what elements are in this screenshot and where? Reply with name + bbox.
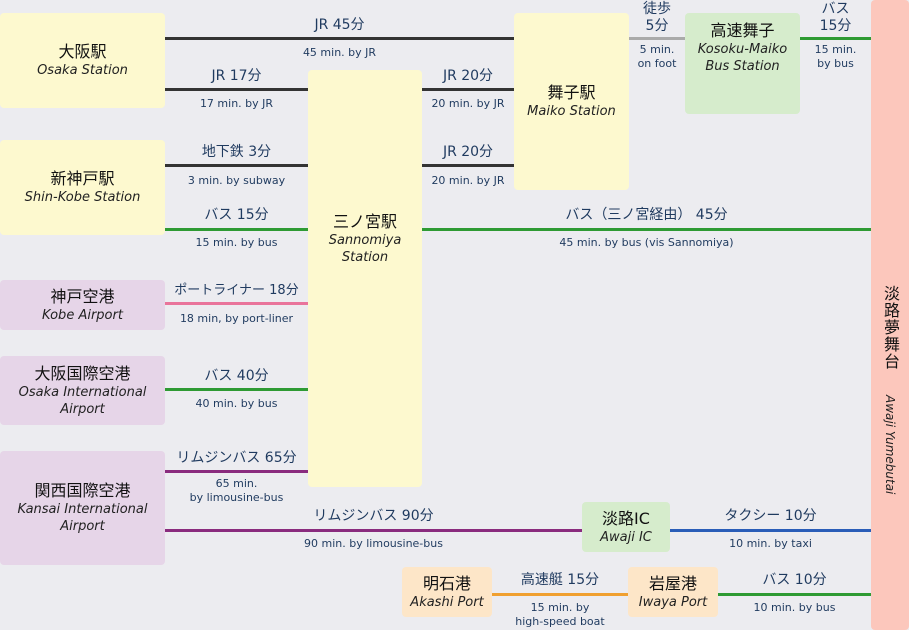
node-jp-label: 舞子駅 bbox=[547, 83, 596, 102]
node-jp-label: 高速舞子 bbox=[710, 21, 775, 40]
route-label-jp: 地下鉄 3分 bbox=[201, 144, 272, 160]
route-label-jp: バス（三ノ宮経由） 45分 bbox=[565, 207, 728, 223]
route-label-en: 15 min. by high-speed boat bbox=[515, 601, 605, 628]
node-iwaya-port: 岩屋港 Iwaya Port bbox=[628, 567, 718, 617]
route-line-iwaya-bus bbox=[718, 593, 871, 596]
route-line-sannomiya-bus bbox=[422, 228, 871, 231]
node-jp-label: 新神戸駅 bbox=[50, 169, 115, 188]
node-awaji-ic: 淡路IC Awaji IC bbox=[582, 502, 670, 552]
route-label-en: 65 min. by limousine-bus bbox=[189, 477, 284, 504]
route-line-osaka-maiko bbox=[165, 37, 514, 40]
node-osaka-international-airport: 大阪国際空港 Osaka International Airport bbox=[0, 356, 165, 425]
node-kosoku-maiko-bus-station: 高速舞子 Kosoku-Maiko Bus Station bbox=[685, 13, 800, 114]
route-label-en: 45 min. by bus (vis Sannomiya) bbox=[559, 236, 734, 249]
route-label-en: 20 min. by JR bbox=[431, 97, 505, 110]
route-label-jp: リムジンバス 65分 bbox=[176, 450, 297, 466]
node-jp-label: 明石港 bbox=[422, 573, 471, 593]
node-en-label: Sannomiya Station bbox=[328, 232, 402, 265]
node-en-label: Akashi Port bbox=[410, 594, 484, 610]
node-en-label: Osaka Station bbox=[37, 63, 128, 78]
node-sannomiya-station: 三ノ宮駅 Sannomiya Station bbox=[308, 70, 422, 487]
node-jp-label: 大阪駅 bbox=[58, 42, 107, 61]
node-maiko-station: 舞子駅 Maiko Station bbox=[514, 13, 629, 190]
route-label-jp: タクシー 10分 bbox=[724, 508, 817, 524]
route-label-jp: リムジンバス 90分 bbox=[313, 508, 434, 524]
node-awaji-yumebutai-jp: 淡路夢舞台 bbox=[881, 285, 900, 370]
route-label-en: 5 min. on foot bbox=[637, 43, 677, 70]
node-en-label: Osaka International Airport bbox=[18, 384, 147, 417]
node-jp-label: 関西国際空港 bbox=[34, 481, 131, 500]
route-label-en: 15 min. by bus bbox=[195, 236, 278, 249]
node-en-label: Kansai International Airport bbox=[17, 502, 148, 534]
route-line-osaka-sannomiya bbox=[165, 88, 308, 91]
route-label-jp: 徒歩 5分 bbox=[643, 1, 671, 34]
route-label-jp: JR 20分 bbox=[442, 68, 494, 84]
route-line-taxi bbox=[670, 529, 871, 532]
node-en-label: Iwaya Port bbox=[638, 594, 708, 610]
route-label-en: 10 min. by bus bbox=[753, 601, 836, 614]
route-line-portliner bbox=[165, 302, 308, 305]
node-kansai-international-airport: 関西国際空港 Kansai International Airport bbox=[0, 451, 165, 565]
node-jp-label: 三ノ宮駅 bbox=[332, 211, 397, 231]
route-line-sannomiya-maiko-1 bbox=[422, 88, 514, 91]
node-awaji-yumebutai bbox=[871, 0, 909, 630]
node-kobe-airport: 神戸空港 Kobe Airport bbox=[0, 280, 165, 330]
node-shin-kobe-station: 新神戸駅 Shin-Kobe Station bbox=[0, 140, 165, 235]
route-label-en: 10 min. by taxi bbox=[729, 537, 812, 550]
route-label-jp: バス 15分 bbox=[819, 1, 852, 34]
route-label-jp: バス 40分 bbox=[204, 368, 269, 384]
route-label-jp: JR 45分 bbox=[314, 17, 365, 33]
node-osaka-station: 大阪駅 Osaka Station bbox=[0, 13, 165, 108]
route-label-jp: バス 10分 bbox=[762, 572, 827, 588]
route-label-jp: JR 20分 bbox=[442, 144, 494, 160]
route-line-itami-bus bbox=[165, 388, 308, 391]
route-label-jp: ポートライナー 18分 bbox=[174, 283, 299, 298]
route-label-en: 3 min. by subway bbox=[187, 174, 286, 187]
node-awaji-yumebutai-en: Awaji Yumebutai bbox=[883, 395, 897, 495]
node-jp-label: 大阪国際空港 bbox=[34, 363, 131, 383]
node-en-label: Kosoku-Maiko Bus Station bbox=[697, 42, 788, 74]
route-label-en: 15 min. by bus bbox=[814, 43, 857, 70]
route-label-jp: 高速艇 15分 bbox=[520, 572, 600, 588]
node-en-label: Awaji IC bbox=[600, 529, 652, 545]
route-line-shinkobe-subway bbox=[165, 164, 308, 167]
node-jp-label: 岩屋港 bbox=[648, 573, 697, 593]
route-line-kosoku-bus bbox=[800, 37, 871, 40]
route-line-maiko-walk bbox=[629, 37, 685, 40]
route-label-en: 18 min, by port-liner bbox=[179, 312, 294, 325]
route-label-jp: バス 15分 bbox=[204, 207, 269, 223]
route-label-en: 45 min. by JR bbox=[302, 46, 377, 59]
route-label-en: 20 min. by JR bbox=[431, 174, 505, 187]
route-label-en: 17 min. by JR bbox=[199, 97, 274, 110]
route-line-sannomiya-maiko-2 bbox=[422, 164, 514, 167]
node-en-label: Shin-Kobe Station bbox=[24, 190, 141, 205]
route-line-boat bbox=[492, 593, 628, 596]
route-label-jp: JR 17分 bbox=[211, 68, 262, 84]
node-en-label: Kobe Airport bbox=[42, 307, 123, 323]
node-jp-label: 淡路IC bbox=[602, 508, 650, 528]
route-line-shinkobe-bus bbox=[165, 228, 308, 231]
route-label-en: 90 min. by limousine-bus bbox=[304, 537, 443, 550]
route-line-kansai-limo-65 bbox=[165, 470, 308, 473]
route-line-kansai-limo-90 bbox=[165, 529, 582, 532]
node-akashi-port: 明石港 Akashi Port bbox=[402, 567, 492, 617]
route-label-en: 40 min. by bus bbox=[195, 397, 278, 410]
node-en-label: Maiko Station bbox=[527, 104, 616, 119]
node-jp-label: 神戸空港 bbox=[50, 286, 115, 306]
